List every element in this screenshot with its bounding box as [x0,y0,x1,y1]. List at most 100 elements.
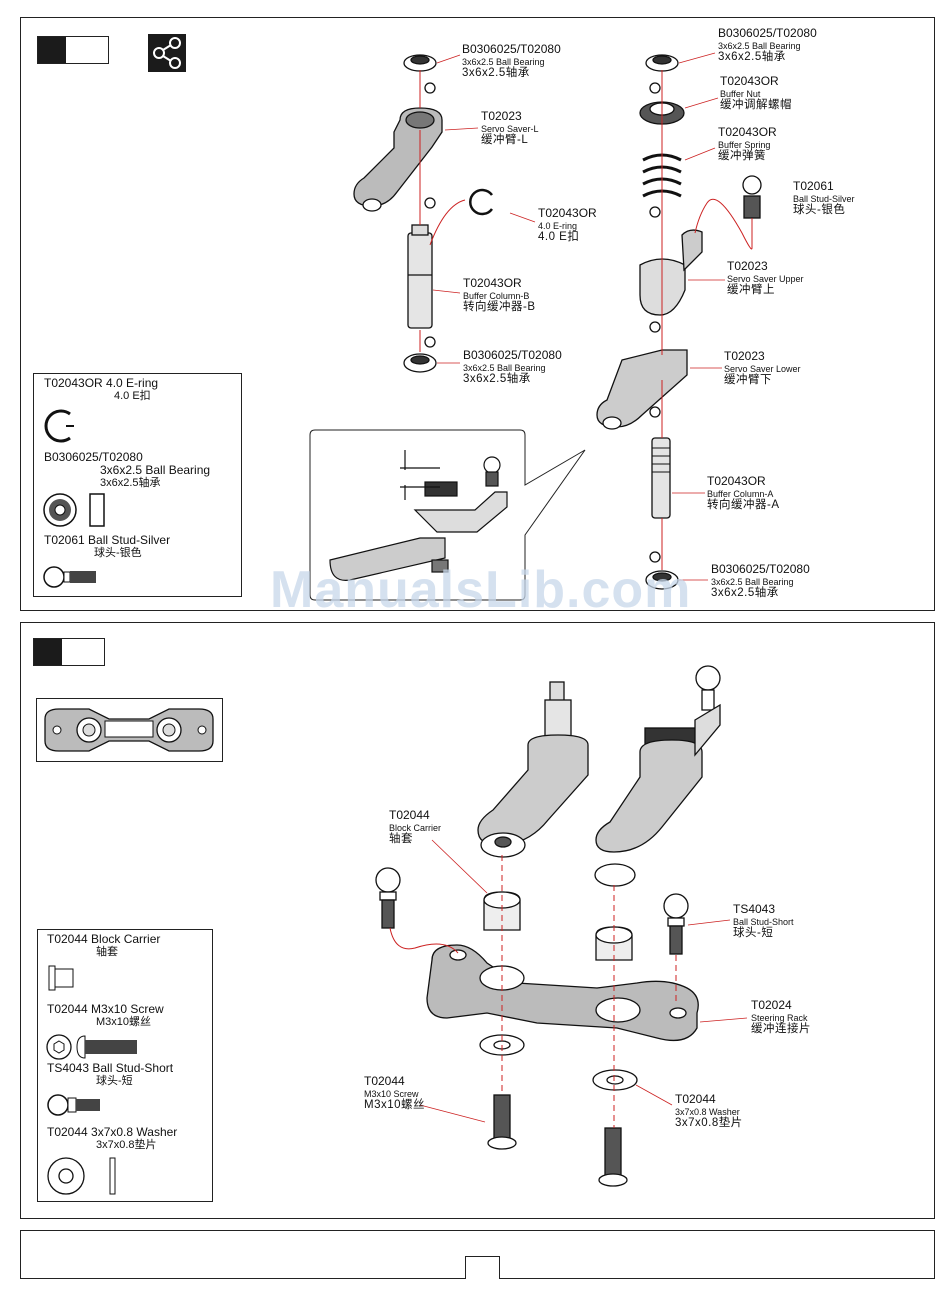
part-number: T02044 [675,1092,716,1106]
part-number: T02043OR [463,276,522,290]
part-name-cn: 转向缓冲器-A [707,499,780,512]
part-name-cn: 3x6x2.5轴承 [463,373,531,386]
steering-rack-icon [44,708,214,752]
callout-top-left-bearing: B0306025/T02080 3x6x2.5 Ball Bearing 3x6… [462,42,561,80]
part-name-en: 3x6x2.5 Ball Bearing [718,40,801,51]
part-name-en: Servo Saver-L [481,123,539,134]
part-number: TS4043 [733,902,776,916]
legend-bearing-cn: 3x6x2.5轴承 [100,477,161,489]
callout-m3x10-screw: T02044 M3x10 Screw M3x10螺丝 [364,1074,426,1112]
legend-washer-cn: 3x7x0.8垫片 [96,1139,157,1151]
legend-bearing-size: 3x6x2.5 Ball Bearing [100,463,211,477]
part-name-cn: 缓冲连接片 [751,1023,811,1036]
ball-bearing-icon [43,493,105,527]
part-name-en: M3x10 Screw [364,1088,419,1099]
legend-ball-stud-short-cn: 球头-短 [96,1075,133,1087]
callout-servo-saver-upper: T02023 Servo Saver Upper 缓冲臂上 [727,259,804,297]
part-name-en: Buffer Column-A [707,488,774,499]
legend-ball-stud-cn: 球头-银色 [94,547,142,559]
parts-legend-step-1: T02043OR 4.0 E-ring 4.0 E扣 B0306025/T020… [33,373,242,597]
step-number-box-2 [33,638,105,666]
part-name-cn: 缓冲臂上 [727,284,775,297]
part-name-cn: 缓冲调解螺帽 [720,99,792,112]
ball-stud-short-icon [47,1094,100,1116]
callout-e-ring: T02043OR 4.0 E-ring 4.0 E扣 [538,206,597,244]
part-number: B0306025/T02080 [463,348,562,362]
part-number: T02043OR [707,474,766,488]
part-number: T02043OR [538,206,597,220]
part-number: T02043OR [718,125,777,139]
part-name-cn: 转向缓冲器-B [463,301,536,314]
parts-legend-step-2: T02044 Block Carrier 轴套 T02044 M3x10 Scr… [37,929,213,1202]
ball-stud-silver-icon [43,566,96,588]
part-number: T02024 [751,998,792,1012]
part-name-cn: 3x6x2.5轴承 [462,67,530,80]
part-name-cn: 缓冲弹簧 [718,150,766,163]
callout-block-carrier: T02044 Block Carrier 轴套 [389,808,442,846]
part-name-cn: 球头-银色 [793,204,846,217]
watermark-text: ManualsLib.com [270,561,692,619]
legend-e-ring-label: T02043OR 4.0 E-ring [44,376,159,390]
legend-ball-stud-label: T02061 Ball Stud-Silver [44,533,171,547]
callout-servo-saver-l: T02023 Servo Saver-L 缓冲臂-L [481,109,539,147]
part-name-cn: 缓冲臂-L [481,134,529,147]
part-name-cn: 轴套 [389,833,413,846]
block-carrier-icon [48,965,74,991]
part-name-en: Steering Rack [751,1012,808,1023]
part-number: T02044 [389,808,430,822]
part-name-en: 4.0 E-ring [538,220,578,231]
legend-screw-cn: M3x10螺丝 [96,1016,152,1028]
callout-buffer-column-a: T02043OR Buffer Column-A 转向缓冲器-A [707,474,780,512]
part-name-en: 3x6x2.5 Ball Bearing [711,576,794,587]
page-number-tab [465,1256,500,1279]
part-name-cn: 4.0 E扣 [538,231,580,244]
legend-e-ring-cn: 4.0 E扣 [114,390,151,402]
callout-steering-rack: T02024 Steering Rack 缓冲连接片 [751,998,811,1036]
callout-washer: T02044 3x7x0.8 Washer 3x7x0.8垫片 [675,1092,743,1130]
part-name-cn: 球头-短 [733,927,774,940]
part-number: T02023 [481,109,522,123]
callout-top-right-bearing: B0306025/T02080 3x6x2.5 Ball Bearing 3x6… [718,26,817,64]
callout-buffer-spring: T02043OR Buffer Spring 缓冲弹簧 [718,125,777,163]
part-name-cn: 缓冲臂下 [724,374,772,387]
callout-buffer-column-b: T02043OR Buffer Column-B 转向缓冲器-B [463,276,536,314]
steering-rack-top-view-box [36,698,223,762]
callout-ball-stud-silver: T02061 Ball Stud-Silver 球头-银色 [793,179,855,217]
part-name-en: Servo Saver Upper [727,273,804,284]
part-name-en: Ball Stud-Short [733,916,794,927]
part-number: T02043OR [720,74,779,88]
part-name-en: Buffer Nut [720,88,761,99]
part-number: T02044 [364,1074,405,1088]
callout-servo-saver-lower: T02023 Servo Saver Lower 缓冲臂下 [724,349,801,387]
part-name-en: Block Carrier [389,822,442,833]
part-name-en: 3x6x2.5 Ball Bearing [463,362,546,373]
part-name-en: Servo Saver Lower [724,363,801,374]
part-name-cn: 3x6x2.5轴承 [711,587,779,600]
callout-bottom-right-bearing: B0306025/T02080 3x6x2.5 Ball Bearing 3x6… [711,562,810,600]
part-name-en: 3x7x0.8 Washer [675,1106,740,1117]
legend-washer-label: T02044 3x7x0.8 Washer [47,1125,178,1139]
callout-ball-stud-short: TS4043 Ball Stud-Short 球头-短 [733,902,794,940]
m3x10-screw-icon [46,1034,137,1060]
part-name-cn: 3x6x2.5轴承 [718,51,786,64]
part-number: T02061 [793,179,834,193]
part-name-en: Ball Stud-Silver [793,193,855,204]
part-number: B0306025/T02080 [718,26,817,40]
legend-bearing-label: B0306025/T02080 [44,450,143,464]
washer-icon [47,1157,116,1195]
legend-screw-label: T02044 M3x10 Screw [47,1002,164,1016]
e-ring-icon [44,409,74,443]
assembly-symbol-icon [148,34,186,72]
part-name-en: Buffer Column-B [463,290,530,301]
legend-block-carrier-cn: 轴套 [96,946,118,958]
part-number: B0306025/T02080 [711,562,810,576]
step-number-box-1 [37,36,109,64]
part-name-cn: M3x10螺丝 [364,1099,426,1112]
part-name-en: Buffer Spring [718,139,771,150]
legend-ball-stud-short-label: TS4043 Ball Stud-Short [47,1061,174,1075]
part-number: B0306025/T02080 [462,42,561,56]
callout-buffer-nut: T02043OR Buffer Nut 缓冲调解螺帽 [720,74,792,112]
callout-bottom-left-bearing: B0306025/T02080 3x6x2.5 Ball Bearing 3x6… [463,348,562,386]
